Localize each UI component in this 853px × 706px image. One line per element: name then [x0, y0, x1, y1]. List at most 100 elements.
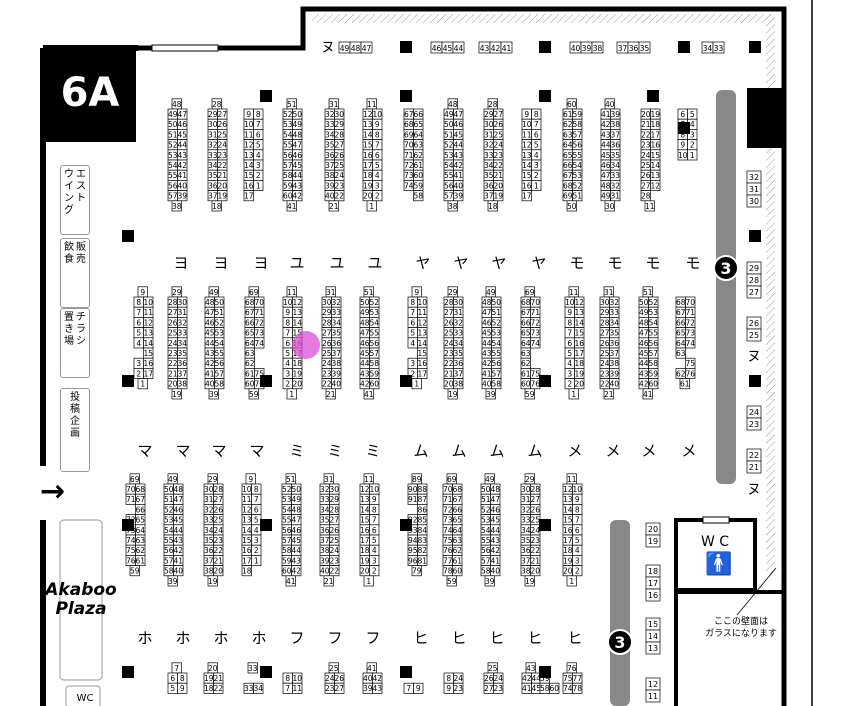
booth-number: 56	[481, 546, 491, 555]
booth-cell	[490, 565, 501, 577]
booth-number: 9	[414, 288, 419, 297]
booth-number: 59	[525, 390, 535, 399]
booth-number: 58	[283, 171, 293, 180]
west-wing-char: ス	[76, 181, 86, 192]
booth-number: 12	[363, 110, 373, 119]
booth-number: 11	[648, 692, 658, 701]
booth-number: 4	[256, 151, 261, 160]
booth-number: 68	[563, 181, 573, 190]
booth-number: 1	[256, 181, 261, 190]
booth-number: 19	[208, 577, 218, 586]
booth-number: 53	[283, 120, 293, 129]
booth-number: 47	[601, 171, 611, 180]
booth-number: 26	[322, 339, 332, 348]
booth-number: 33	[484, 151, 494, 160]
top-row-label: ヌ	[321, 40, 335, 56]
booth-number: 22	[749, 451, 759, 460]
booth-cell	[292, 682, 303, 694]
booth-number: 9	[575, 495, 580, 504]
booth-number: 92	[408, 516, 418, 525]
booth-number: 27	[641, 181, 651, 190]
booth-number: 4	[690, 120, 695, 129]
booth-number: 24	[600, 359, 610, 368]
booth-number: 48	[205, 298, 215, 307]
booth-cell	[213, 682, 224, 694]
booth-number: 43	[292, 181, 302, 190]
booth-cell	[493, 190, 504, 202]
booth-number: 17	[563, 536, 573, 545]
booth-number: 40	[571, 44, 581, 53]
booth-number: 32	[609, 298, 619, 307]
booth-number: 21	[493, 171, 503, 180]
booth-number: 20	[217, 181, 227, 190]
booth-number: 22	[444, 359, 454, 368]
booth-number: 40	[320, 567, 330, 576]
pillar-marker	[749, 375, 761, 387]
booth-number: 28	[334, 130, 344, 139]
booth-number: 73	[254, 329, 264, 338]
booth-number: 50	[491, 298, 501, 307]
hall-label: 6A	[60, 70, 120, 116]
row-label: ミ	[289, 442, 304, 460]
booth-number: 14	[242, 526, 252, 535]
pillar-marker	[539, 41, 551, 53]
booth-number: 3	[410, 359, 415, 368]
booth-number: 75	[443, 536, 453, 545]
booth-number: 54	[282, 505, 292, 514]
booth-number: 19	[448, 390, 458, 399]
booth-number: 21	[168, 369, 178, 378]
booth-number: 20	[213, 567, 223, 576]
booth-number: 15	[563, 516, 573, 525]
booth-number: 7	[254, 495, 259, 504]
booth-number: 35	[177, 349, 187, 358]
booth-number: 14	[143, 339, 153, 348]
booth-number: 2	[256, 171, 261, 180]
booth-number: 61	[452, 556, 462, 565]
booth-number: 51	[164, 495, 174, 504]
booth-number: 40	[482, 380, 492, 389]
booth-number: 56	[164, 546, 174, 555]
booth-number: 25	[334, 161, 344, 170]
booth-number: 52	[369, 298, 379, 307]
booth-number: 72	[443, 505, 453, 514]
booth-number: 36	[610, 141, 620, 150]
booth-cell	[135, 555, 146, 566]
food-char: 食	[64, 254, 74, 265]
booth-cell	[609, 378, 620, 390]
booth-number: 64	[245, 339, 255, 348]
booth-number: 25	[329, 536, 339, 545]
booth-cell	[137, 378, 148, 390]
booth-number: 13	[650, 171, 660, 180]
booth-cell	[291, 565, 302, 577]
plaza-label: Akaboo Plaza	[38, 581, 124, 619]
booth-number: 36	[325, 151, 335, 160]
booth-number: 22	[600, 380, 610, 389]
booth-number: 53	[214, 329, 224, 338]
booth-number: 21	[641, 120, 651, 129]
booth-cell	[372, 190, 383, 202]
booth-number: 13	[363, 120, 373, 129]
booth-number: 38	[320, 546, 330, 555]
booth-cell	[452, 41, 465, 54]
booth-number: 63	[452, 536, 462, 545]
booth-number: 58	[282, 546, 292, 555]
booth-number: 1	[366, 577, 371, 586]
post-char: 企	[70, 416, 80, 427]
booth-cell	[447, 200, 458, 212]
booth-number: 78	[443, 567, 453, 576]
wall-pillar-right	[747, 88, 784, 148]
booth-cell	[638, 41, 651, 54]
booth-number: 35	[610, 151, 620, 160]
booth-cell	[213, 565, 224, 577]
booth-number: 53	[572, 171, 582, 180]
booth-number: 7	[534, 120, 539, 129]
booth-number: 52	[168, 141, 178, 150]
booth-number: 75	[685, 359, 695, 368]
booth-cell	[325, 388, 336, 400]
booth-cell	[679, 378, 690, 390]
booth-number: 10	[678, 151, 688, 160]
booth-number: 16	[574, 339, 584, 348]
booth-number: 30	[208, 120, 218, 129]
booth-number: 43	[480, 44, 490, 53]
booth-cell	[591, 41, 604, 54]
